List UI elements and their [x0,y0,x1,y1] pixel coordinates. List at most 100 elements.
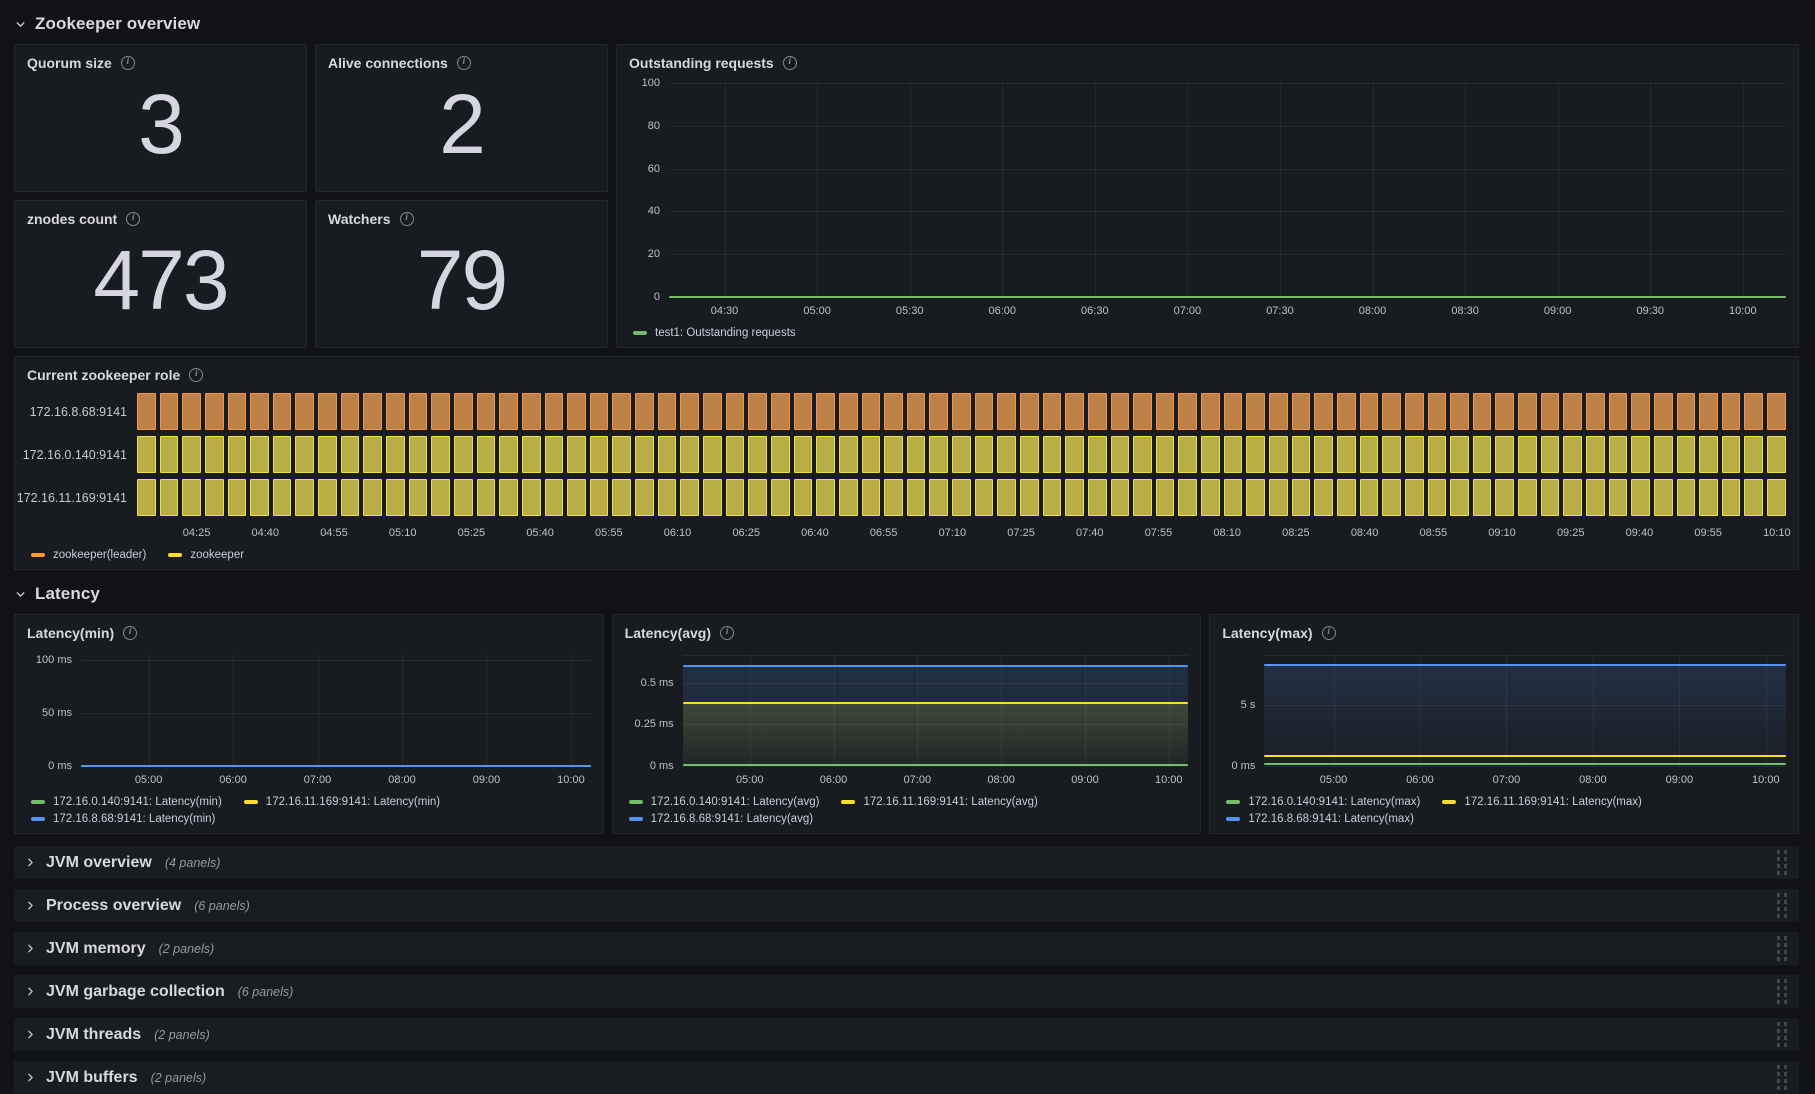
legend-item[interactable]: 172.16.8.68:9141: Latency(max) [1226,813,1414,825]
panel-title[interactable]: Alive connections [328,53,595,73]
timeline-bar [182,479,201,516]
drag-handle-icon[interactable] [1776,936,1787,961]
legend-item[interactable]: test1: Outstanding requests [633,327,796,339]
y-axis-label: 100 ms [35,654,72,667]
info-icon[interactable] [399,212,414,226]
timeline-bar [1450,436,1469,473]
timeline-bar [1155,393,1175,430]
legend-item[interactable]: zookeeper(leader) [31,549,146,561]
timeline-bar [159,393,179,430]
info-icon[interactable] [1321,626,1336,640]
panel-title[interactable]: Latency(max) [1222,623,1786,643]
chart-legend: zookeeper(leader) zookeeper [27,549,1786,561]
legend-item[interactable]: 172.16.0.140:9141: Latency(max) [1226,796,1420,808]
panel-title[interactable]: znodes count [27,209,294,229]
chart-legend: test1: Outstanding requests [629,327,1786,339]
section-title: JVM garbage collection [46,982,225,1000]
info-icon[interactable] [456,56,471,70]
x-axis-label: 04:55 [320,527,348,539]
y-gridline [682,724,1189,726]
legend-item[interactable]: 172.16.0.140:9141: Latency(min) [31,796,222,808]
section-header-zookeeper-overview[interactable]: Zookeeper overview [14,10,1799,38]
timeline-bar [1404,479,1424,516]
timeline-bar [748,436,767,473]
timeline-bar [1110,436,1130,473]
drag-handle-icon[interactable] [1776,893,1787,918]
x-axis-label: 06:00 [1406,774,1434,786]
timeline-bar [227,436,247,473]
legend-label: test1: Outstanding requests [655,327,796,339]
timeline-bar [1608,479,1628,516]
timeline-bar [1744,393,1764,430]
panel-count: (2 panels) [154,1027,210,1042]
legend-item[interactable]: 172.16.11.169:9141: Latency(min) [243,796,440,808]
legend-item[interactable]: 172.16.11.169:9141: Latency(avg) [841,796,1038,808]
x-axis-label: 10:10 [1763,527,1791,539]
timeline-bar [1495,479,1515,516]
collapsed-section-jvm-garbage-collection[interactable]: JVM garbage collection (6 panels) [14,975,1799,1008]
x-axis-label: 06:00 [219,774,247,786]
drag-handle-icon[interactable] [1776,979,1787,1004]
green-legend-marker [31,800,45,804]
legend-item[interactable]: 172.16.11.169:9141: Latency(max) [1442,796,1642,808]
legend-item[interactable]: 172.16.8.68:9141: Latency(min) [31,813,215,825]
panel-title[interactable]: Outstanding requests [629,53,1786,73]
panel-count: (2 panels) [158,941,215,956]
series-line [1264,663,1786,666]
panel-title[interactable]: Latency(avg) [625,623,1189,643]
collapsed-section-jvm-overview[interactable]: JVM overview (4 panels) [14,846,1799,879]
drag-handle-icon[interactable] [1776,1022,1787,1047]
collapsed-section-jvm-memory[interactable]: JVM memory (2 panels) [14,932,1799,965]
info-icon[interactable] [189,368,204,382]
panel-title[interactable]: Current zookeeper role [27,365,1786,385]
timeline-bar [1359,479,1379,516]
drag-handle-icon[interactable] [1776,850,1787,875]
x-gridline [1742,83,1744,297]
collapsed-section-jvm-buffers[interactable]: JVM buffers (2 panels) [14,1061,1799,1094]
legend-item[interactable]: 172.16.8.68:9141: Latency(avg) [628,813,813,825]
timeline-bar [1427,436,1447,473]
timeline-bar [770,479,790,516]
section-title: Zookeeper overview [35,14,201,33]
y-gridline [669,125,1786,127]
panel-title[interactable]: Quorum size [27,53,294,73]
timeline-bar [1110,393,1130,430]
legend-item[interactable]: zookeeper [168,549,244,561]
timeline-bar [952,436,971,473]
info-icon[interactable] [123,626,138,640]
panel-count: (2 panels) [150,1070,207,1085]
y-axis-label: 0.5 ms [640,676,674,689]
x-axis-label: 05:55 [595,527,623,539]
timeline-bar [1201,393,1220,430]
panel-title[interactable]: Latency(min) [27,623,591,643]
section-header-latency[interactable]: Latency [14,580,1799,608]
x-gridline [1187,83,1189,297]
info-icon[interactable] [782,56,797,70]
collapsed-section-jvm-threads[interactable]: JVM threads (2 panels) [14,1018,1799,1051]
timeline-track[interactable] [137,479,1786,516]
y-gridline [1264,705,1786,707]
timeline-track[interactable] [137,436,1786,473]
orange-legend-marker [31,553,45,557]
x-axis-label: 06:55 [869,527,898,539]
drag-handle-icon[interactable] [1776,1065,1787,1090]
legend-item[interactable]: 172.16.0.140:9141: Latency(avg) [628,796,819,808]
collapsed-section-process-overview[interactable]: Process overview (6 panels) [14,889,1799,922]
info-icon[interactable] [120,56,135,70]
info-icon[interactable] [126,212,141,226]
timeline-row: 172.16.11.169:9141 [17,479,1786,516]
x-axis-label: 08:00 [1579,774,1607,786]
panel-title[interactable]: Watchers [328,209,595,229]
timeline-bar [1563,393,1582,430]
info-icon[interactable] [720,626,735,640]
timeline-track[interactable] [137,393,1786,430]
timeline-bar [997,393,1016,430]
section-title: JVM memory [46,939,146,957]
timeline-bar [1586,393,1605,430]
